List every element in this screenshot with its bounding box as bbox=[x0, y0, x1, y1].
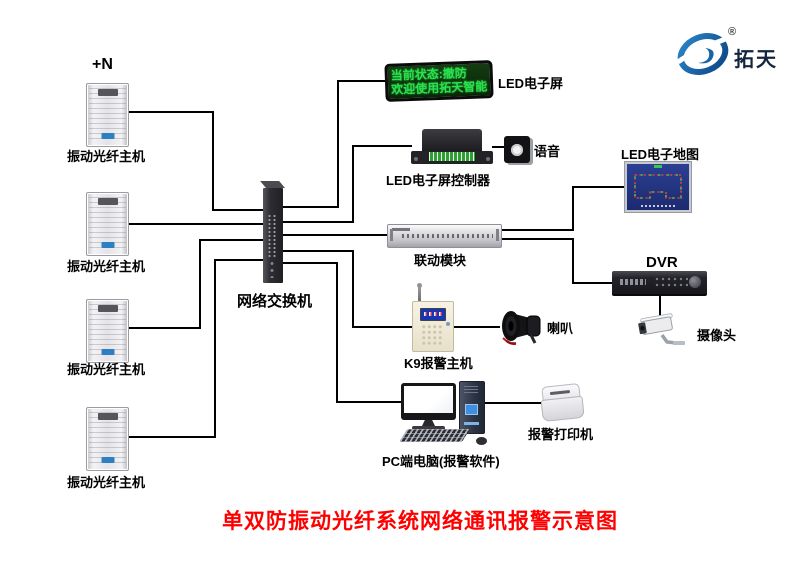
pc-tower-light bbox=[464, 422, 479, 425]
tuotian-swirl-icon bbox=[676, 33, 730, 75]
pc-monitor bbox=[401, 383, 456, 420]
k9-display bbox=[420, 308, 446, 321]
k9-indicator bbox=[446, 322, 450, 326]
diagram-title: 单双防振动光纤系统网络通讯报警示意图 bbox=[222, 510, 618, 533]
pc-monitor-base bbox=[412, 426, 445, 430]
vibration-fiber-host-1-label: 振动光纤主机 bbox=[66, 149, 145, 164]
pc-tower-screen bbox=[465, 404, 478, 415]
host-nameplate bbox=[97, 89, 118, 96]
connector-host4-switch bbox=[127, 259, 263, 438]
dvr-buttons bbox=[654, 276, 688, 289]
controller-screw bbox=[486, 157, 490, 161]
led-map-status-block bbox=[654, 165, 662, 168]
printer-body bbox=[540, 395, 585, 422]
host-logo-badge bbox=[101, 242, 114, 248]
vibration-fiber-host-1 bbox=[86, 83, 129, 147]
pc-label: PC端电脑(报警软件) bbox=[382, 454, 500, 469]
vibration-fiber-host-4 bbox=[86, 407, 129, 471]
brand-name: 拓天 bbox=[734, 49, 778, 71]
led-electronic-map bbox=[624, 161, 692, 213]
horn-speaker-icon bbox=[502, 311, 541, 345]
camera-label: 摄像头 bbox=[697, 328, 737, 343]
linkage-end-cap bbox=[496, 229, 499, 241]
vibration-fiber-host-4-label: 振动光纤主机 bbox=[66, 475, 145, 490]
pc-mouse bbox=[476, 437, 487, 445]
alarm-printer bbox=[539, 383, 585, 422]
connector-switch-pc bbox=[282, 262, 401, 403]
pc-keyboard bbox=[399, 429, 471, 442]
voice-speaker bbox=[504, 136, 530, 163]
pc-tower-vents bbox=[464, 386, 478, 395]
pc-monitor-screen bbox=[404, 386, 453, 413]
led-screen-controller bbox=[411, 129, 493, 169]
cctv-camera-icon bbox=[638, 313, 685, 345]
k9-keypad bbox=[421, 324, 444, 346]
vibration-fiber-host-3-label: 振动光纤主机 bbox=[66, 362, 145, 377]
k9-host-label: K9报警主机 bbox=[404, 356, 473, 371]
host-logo-badge bbox=[101, 133, 114, 139]
registered-trademark: ® bbox=[728, 26, 737, 38]
switch-uplink-ports bbox=[268, 260, 277, 278]
led-map-caption bbox=[641, 205, 675, 207]
linkage-nameplate bbox=[392, 228, 410, 231]
linkage-module-label: 联动模块 bbox=[414, 253, 467, 268]
controller-terminal-block bbox=[429, 152, 475, 161]
host-logo-badge bbox=[101, 457, 114, 463]
network-switch-label: 网络交换机 bbox=[237, 293, 313, 310]
n-count-annotation: +N bbox=[92, 56, 113, 73]
connector-switch-controller bbox=[282, 145, 412, 223]
vibration-fiber-host-3 bbox=[86, 299, 129, 363]
dvr-jog-knob bbox=[689, 276, 701, 288]
led-map-screen bbox=[627, 164, 689, 210]
voice-label: 语音 bbox=[534, 144, 561, 159]
pc-tower bbox=[459, 381, 485, 434]
led-message-screen: 当前状态:撤防 欢迎使用拓天智能 bbox=[384, 60, 494, 102]
led-map-label: LED电子地图 bbox=[621, 147, 700, 162]
connector-host1-switch bbox=[127, 111, 263, 211]
switch-ports bbox=[267, 214, 278, 258]
printer-label: 报警打印机 bbox=[528, 427, 594, 442]
host-logo-badge bbox=[101, 349, 114, 355]
linkage-end-cap bbox=[390, 229, 393, 241]
linkage-vent-holes bbox=[402, 234, 493, 238]
network-switch bbox=[263, 188, 283, 283]
brand-logo: ® 拓天 bbox=[676, 26, 786, 78]
vibration-fiber-host-2-label: 振动光纤主机 bbox=[66, 259, 145, 274]
host-nameplate bbox=[97, 305, 118, 312]
dvr-recorder bbox=[612, 271, 707, 296]
connector-linkage-map bbox=[500, 186, 624, 231]
dvr-label: DVR bbox=[646, 254, 678, 271]
led-controller-label: LED电子屏控制器 bbox=[386, 173, 491, 188]
pc-monitor-stand bbox=[422, 420, 435, 426]
led-screen-line2: 欢迎使用拓天智能 bbox=[391, 79, 488, 97]
k9-alarm-host bbox=[412, 301, 454, 352]
dvr-front-display bbox=[620, 279, 646, 285]
controller-screw bbox=[414, 157, 418, 161]
connector-linkage-dvr bbox=[500, 238, 612, 284]
vibration-fiber-host-2 bbox=[86, 192, 129, 256]
host-nameplate bbox=[97, 413, 118, 420]
led-map-perimeter-dots bbox=[634, 174, 682, 199]
led-screen-label: LED电子屏 bbox=[498, 76, 564, 91]
connector-switch-k9 bbox=[282, 250, 413, 328]
host-nameplate bbox=[97, 198, 118, 205]
horn-label: 喇叭 bbox=[547, 321, 574, 336]
linkage-module bbox=[387, 224, 502, 248]
k9-antenna bbox=[417, 283, 422, 302]
connector-host3-switch bbox=[127, 239, 263, 329]
connector-switch-ledscreen bbox=[282, 80, 385, 208]
